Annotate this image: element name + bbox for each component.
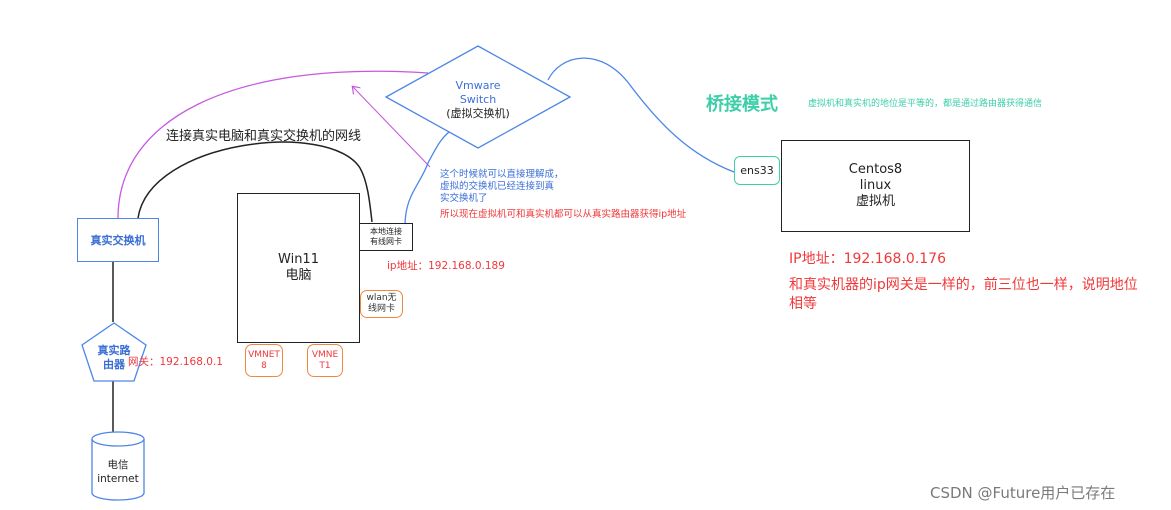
vm-explanation-note: 和真实机器的ip网关是一样的，前三位也一样，说明地位 相等 (789, 276, 1138, 314)
wlan-line2: 线网卡 (367, 304, 395, 314)
telecom-label: 电信 internet (92, 458, 144, 486)
vmnet1-adapter: VMNE T1 (307, 344, 343, 377)
local-nic-line2: 有线网卡 (370, 237, 402, 246)
watermark: CSDN @Future用户已存在 (930, 484, 1116, 502)
blue-explanation-note: 这个时候就可以直接理解成， 虚拟的交换机已经连接到真 实交换机了 (440, 169, 564, 205)
ens33-label: ens33 (740, 164, 774, 177)
vm-line3: 虚拟机 (855, 194, 895, 209)
ethernet-cable (137, 141, 373, 223)
vm-ip-label: IP地址：192.168.0.176 (789, 251, 946, 267)
mode-title: 桥接模式 (706, 94, 778, 115)
centos-vm-box: Centos8 linux 虚拟机 (781, 140, 970, 232)
vmware-switch-shape (384, 45, 572, 149)
win11-pc-box: Win11 电脑 (237, 193, 360, 343)
router-label: 真实路 由器 (84, 344, 144, 372)
red-explanation-note: 所以现在虚拟机可和真实机都可以从真实路由器获得ip地址 (440, 209, 687, 220)
real-switch-label: 真实交换机 (90, 234, 146, 247)
ens33-nic: ens33 (734, 156, 780, 185)
vmnet1-line2: T1 (319, 360, 331, 371)
vm-line1: Centos8 (848, 162, 903, 177)
blue-note-line3: 实交换机了 (440, 193, 488, 204)
local-wired-nic: 本地连接 有线网卡 (359, 223, 413, 251)
telecom-cylinder (91, 439, 145, 501)
vmware-switch-line1: Vmware (455, 79, 501, 92)
vm-note-line2: 相等 (789, 296, 817, 312)
real-switch: 真实交换机 (77, 218, 159, 262)
bridge-link-curve (117, 70, 429, 219)
pc-ip-label: ip地址：192.168.0.189 (387, 260, 505, 272)
vmnet8-line2: 8 (261, 360, 267, 371)
vm-note-line1: 和真实机器的ip网关是一样的，前三位也一样，说明地位 (789, 277, 1138, 293)
nic-to-switch-line (404, 127, 456, 227)
switch-to-ens33-line (547, 57, 735, 173)
bridge-arrow (353, 87, 431, 168)
blue-note-line1: 这个时候就可以直接理解成， (440, 169, 564, 180)
router-line1: 真实路 (97, 344, 131, 357)
telecom-line2: internet (97, 473, 139, 485)
vm-line2: linux (859, 178, 892, 193)
pc-line1: Win11 (278, 252, 319, 267)
telecom-line1: 电信 (107, 459, 129, 471)
vmware-switch-label: Vmware Switch (虚拟交换机) (418, 79, 538, 121)
cable-label: 连接真实电脑和真实交换机的网线 (166, 129, 362, 144)
pc-line2: 电脑 (285, 268, 312, 283)
wlan-line1: wlan无 (366, 293, 397, 303)
router-shape (81, 322, 147, 382)
wlan-nic: wlan无 线网卡 (360, 290, 403, 318)
vmware-switch-line3: (虚拟交换机) (446, 107, 510, 120)
vmnet8-adapter: VMNET 8 (245, 344, 283, 377)
vmnet8-line1: VMNET (248, 349, 280, 360)
blue-note-line2: 虚拟的交换机已经连接到真 (440, 181, 555, 192)
router-line2: 由器 (103, 358, 125, 371)
mode-title-note: 虚拟机和真实机的地位是平等的，都是通过路由器获得通信 (808, 99, 1043, 109)
local-nic-line1: 本地连接 (370, 227, 402, 236)
vmware-switch-line2: Switch (459, 93, 497, 106)
gateway-label: 网关：192.168.0.1 (128, 356, 223, 368)
vmnet1-line1: VMNE (311, 349, 339, 360)
